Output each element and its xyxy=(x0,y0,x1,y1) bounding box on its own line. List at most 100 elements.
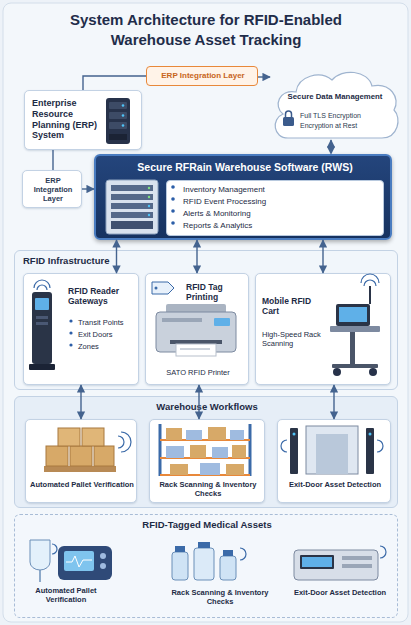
server-rack-icon xyxy=(148,205,150,207)
mobile-cart-icon xyxy=(369,286,371,304)
node-text: Transit Points xyxy=(78,318,138,327)
node-heading: Enterprise Resource Planning (ERP) Syste… xyxy=(32,98,106,141)
printer-icon xyxy=(162,318,202,322)
bottles-illustration xyxy=(172,552,188,580)
printer-icon xyxy=(176,344,216,356)
reader-gateway-icon xyxy=(32,292,52,364)
pallet-illustration xyxy=(46,446,68,466)
node-heading: Secure RFRain Warehouse Software (RWS) xyxy=(104,161,386,174)
node-heading: RFID Infrastructure xyxy=(23,255,273,266)
node-heading: RFID-Tagged Medical Assets xyxy=(15,519,399,530)
server-rack-icon xyxy=(111,185,153,191)
exit-door-illustration xyxy=(377,440,383,452)
node-heading: Secure Data Management xyxy=(282,92,388,101)
monitor-device-illustration xyxy=(58,546,112,580)
monitor-device-illustration xyxy=(66,556,92,567)
rack-illustration xyxy=(159,424,162,476)
lock-icon xyxy=(286,111,292,117)
server-rack-icon xyxy=(148,196,150,198)
node-heading: RFID Tag Printing xyxy=(186,282,246,302)
connector-arrow xyxy=(116,240,117,273)
cloud-shape xyxy=(270,68,400,140)
software-box: Inventory ManagementRFID Event Processin… xyxy=(94,154,392,240)
server-icon xyxy=(109,122,127,129)
exit-door-illustration xyxy=(290,428,298,474)
cloud-outline xyxy=(275,72,398,138)
server-icon xyxy=(109,102,127,109)
printer-icon xyxy=(166,304,226,314)
iv-bag-illustration xyxy=(30,540,57,582)
bullet-dots xyxy=(171,185,175,189)
workflow-card: Automated Pallet Verification xyxy=(25,419,137,503)
bottles-illustration xyxy=(172,542,246,580)
mobile-cart-icon xyxy=(350,332,355,366)
reader-gateway-icon xyxy=(35,298,49,310)
node-heading: Inventory Management xyxy=(183,185,379,195)
rack-illustration xyxy=(212,447,228,458)
workflow-card: Exit-Door Asset Detection xyxy=(277,419,391,503)
infusion-pump-illustration xyxy=(342,564,372,568)
node-text: Zones xyxy=(78,342,138,351)
mobile-cart-icon xyxy=(369,368,377,376)
server-rack-icon xyxy=(106,180,158,234)
infusion-pump-illustration xyxy=(300,555,334,569)
iv-bag-illustration xyxy=(39,570,41,582)
exit-door-illustration xyxy=(316,434,348,474)
connector-arrow xyxy=(82,188,94,189)
connector-arrow xyxy=(83,76,146,90)
bullet-dots xyxy=(69,319,72,322)
node-heading: ERP Integration Layer xyxy=(149,71,257,81)
mobile-cart-icon xyxy=(333,368,341,376)
iv-bag-illustration xyxy=(30,540,50,570)
rack-illustration xyxy=(166,428,182,440)
title-area: System Architecture for RFID-Enabled War… xyxy=(46,10,366,49)
node-text: Reports & Analytics xyxy=(183,221,379,231)
pallet-illustration xyxy=(121,432,131,452)
feature-panel: Inventory ManagementRFID Event Processin… xyxy=(166,180,384,236)
section-band: Automated Pallet VerificationRack Scanni… xyxy=(14,396,398,508)
bullet-dots xyxy=(171,197,175,201)
connector-arrow xyxy=(330,140,331,154)
rack-illustration xyxy=(232,445,246,458)
monitor-device-illustration xyxy=(100,563,106,569)
exit-door-illustration xyxy=(281,440,287,452)
pallet-illustration xyxy=(44,466,116,472)
lock-icon xyxy=(283,111,294,126)
rack-illustration xyxy=(249,424,252,476)
connector-arrow xyxy=(258,76,270,77)
server-rack-icon xyxy=(111,194,153,200)
reader-gateway-icon xyxy=(37,285,47,290)
reader-gateway-icon xyxy=(34,280,50,288)
node-text: Alerts & Monitoring xyxy=(183,209,379,219)
node-heading: Warehouse Workflows xyxy=(15,401,399,412)
node-text: Full TLS Encryption xyxy=(300,112,392,120)
rack-illustration xyxy=(186,430,202,440)
connector-arrow xyxy=(322,240,323,273)
connector-arrow xyxy=(333,385,334,419)
rack-illustration xyxy=(160,457,250,459)
rack-illustration xyxy=(200,463,220,475)
node-text: Exit Doors xyxy=(78,330,138,339)
integration-box: ERP Integration Layer xyxy=(22,170,82,208)
server-icon xyxy=(109,134,127,140)
diagram-title: System Architecture for RFID-Enabled War… xyxy=(46,10,366,49)
cloud-box: Secure Data ManagementFull TLS Encryptio… xyxy=(270,68,400,140)
infusion-pump-illustration xyxy=(342,556,372,560)
connector-arrow xyxy=(198,385,199,419)
asset-caption: Exit-Door Asset Detection xyxy=(290,588,390,597)
server-rack-icon xyxy=(106,180,158,234)
page-background xyxy=(3,3,408,622)
bottles-illustration xyxy=(223,550,233,556)
iv-bag-illustration xyxy=(52,544,57,554)
infusion-pump-illustration xyxy=(294,550,378,580)
server-icon xyxy=(122,104,125,107)
node-text: High-Speed Rack Scanning xyxy=(262,330,326,348)
printer-icon xyxy=(180,349,210,350)
server-rack-icon xyxy=(111,221,153,229)
server-icon xyxy=(122,114,125,117)
bottles-illustration xyxy=(194,548,214,580)
printer-icon xyxy=(152,282,236,356)
rack-illustration xyxy=(190,445,206,458)
bullet-dots xyxy=(171,221,175,225)
server-icon xyxy=(122,124,125,127)
